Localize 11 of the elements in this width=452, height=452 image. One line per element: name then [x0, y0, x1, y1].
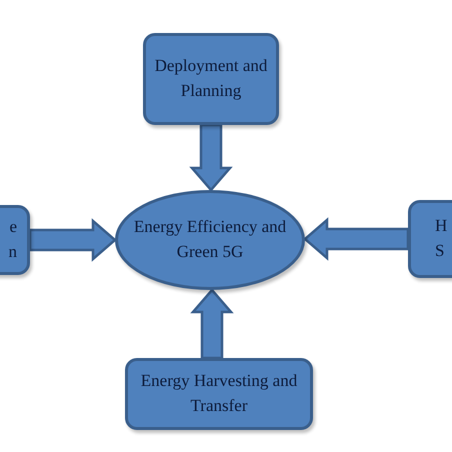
node-label: Energy Efficiency and Green 5G	[132, 216, 288, 263]
node-label: e n	[8, 216, 17, 263]
node-label: Deployment and Planning	[154, 55, 268, 102]
process-box	[125, 358, 313, 430]
block-arrow	[303, 217, 410, 261]
process-box	[143, 33, 279, 125]
node-label: Energy Harvesting and Transfer	[140, 370, 298, 417]
node-label: H S	[435, 215, 447, 262]
block-arrow	[28, 218, 117, 262]
block-arrow	[189, 124, 233, 192]
block-arrow	[190, 288, 234, 360]
